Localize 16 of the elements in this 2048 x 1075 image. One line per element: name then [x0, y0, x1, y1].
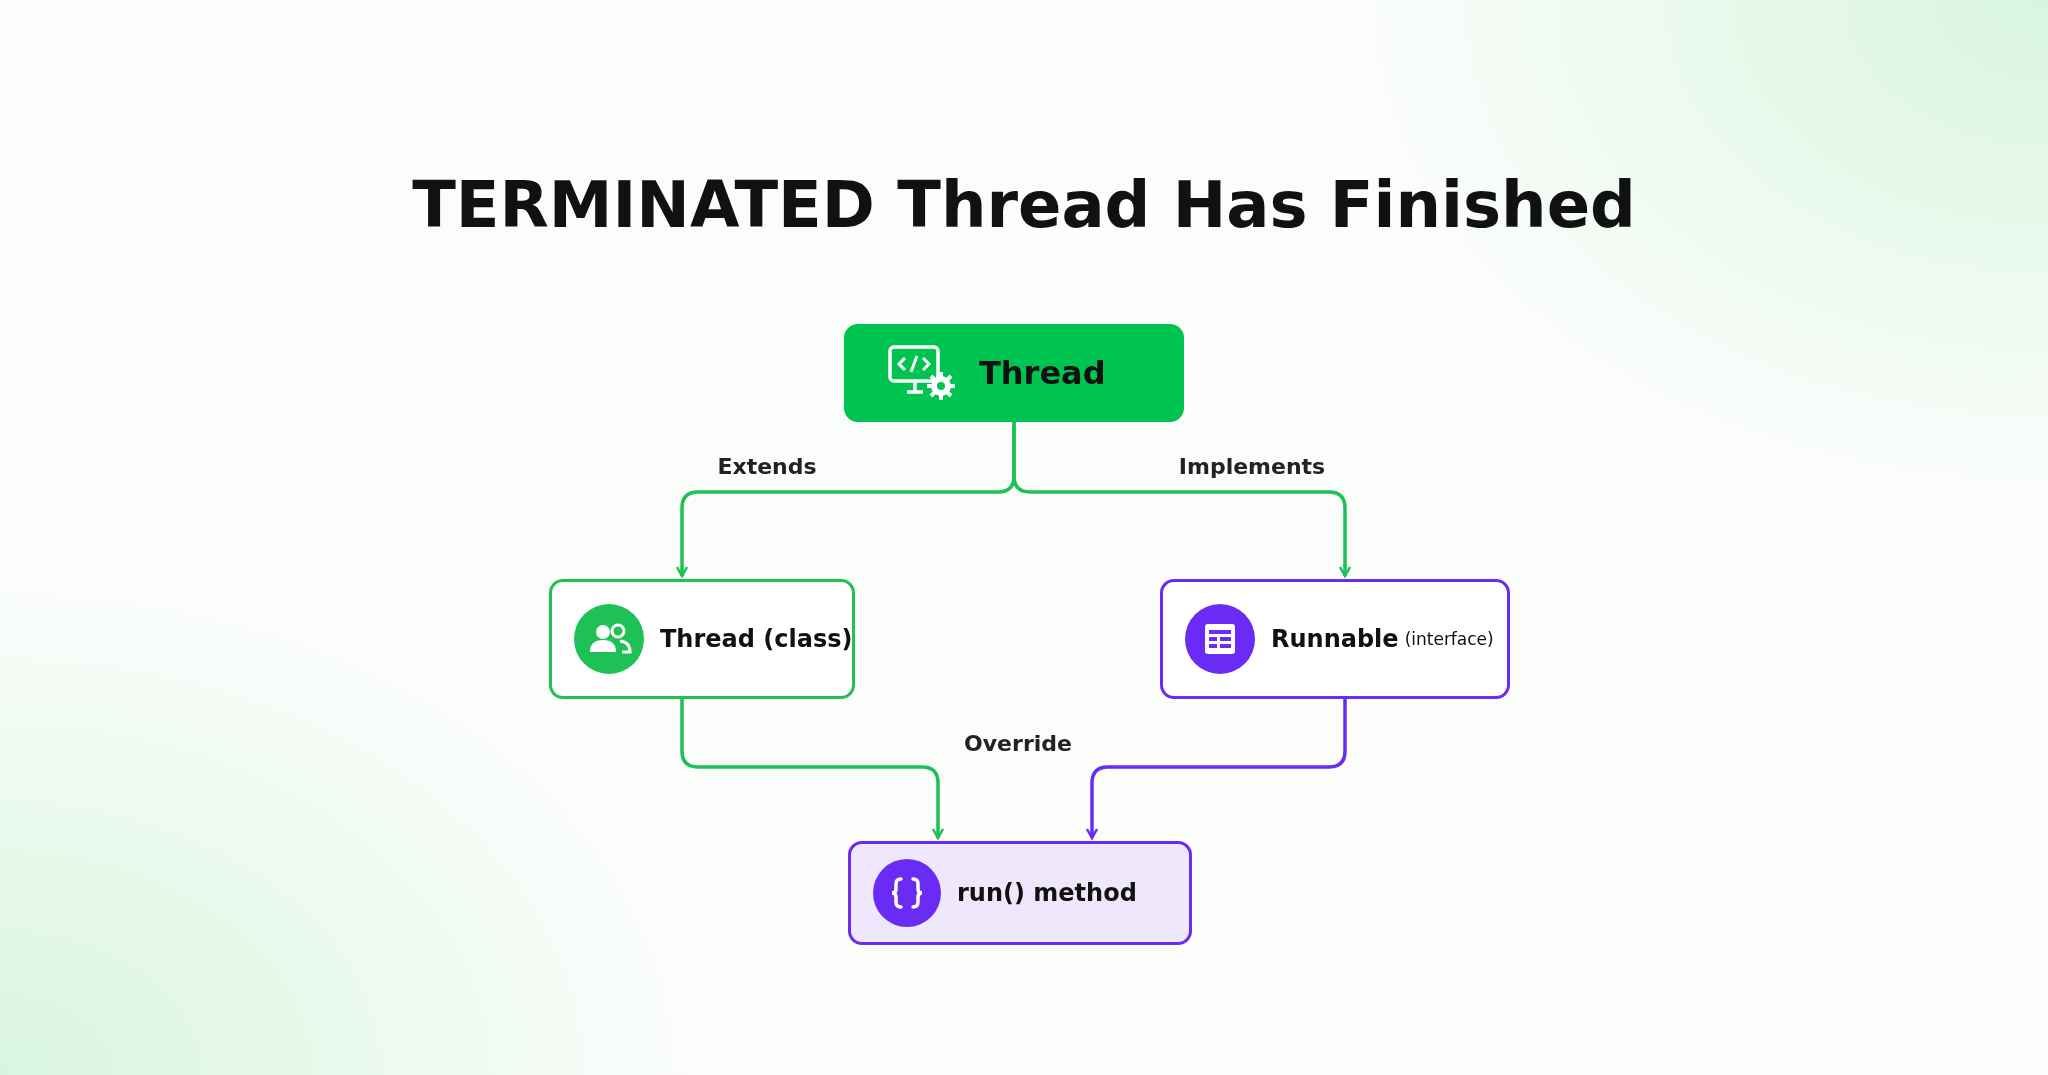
edge-label: Override — [963, 730, 1073, 756]
node-label: run() method — [957, 879, 1137, 907]
class-box — [549, 579, 855, 699]
method-box — [848, 841, 1192, 945]
connector-arrow — [1085, 699, 1347, 840]
edge-label: Implements — [1177, 453, 1327, 479]
title: TERMINATED Thread Has Finished — [411, 168, 1637, 242]
connector-arrow — [1012, 422, 1352, 578]
edge-label: Extends — [716, 453, 818, 479]
node-sublabel: (interface) — [1404, 629, 1494, 649]
node-label: Thread — [979, 354, 1106, 392]
node-label: Runnable — [1271, 625, 1399, 653]
header-box — [844, 324, 1184, 422]
interface-box — [1160, 579, 1510, 699]
connector-arrow — [680, 699, 945, 840]
node-label: Thread (class) — [660, 625, 853, 653]
